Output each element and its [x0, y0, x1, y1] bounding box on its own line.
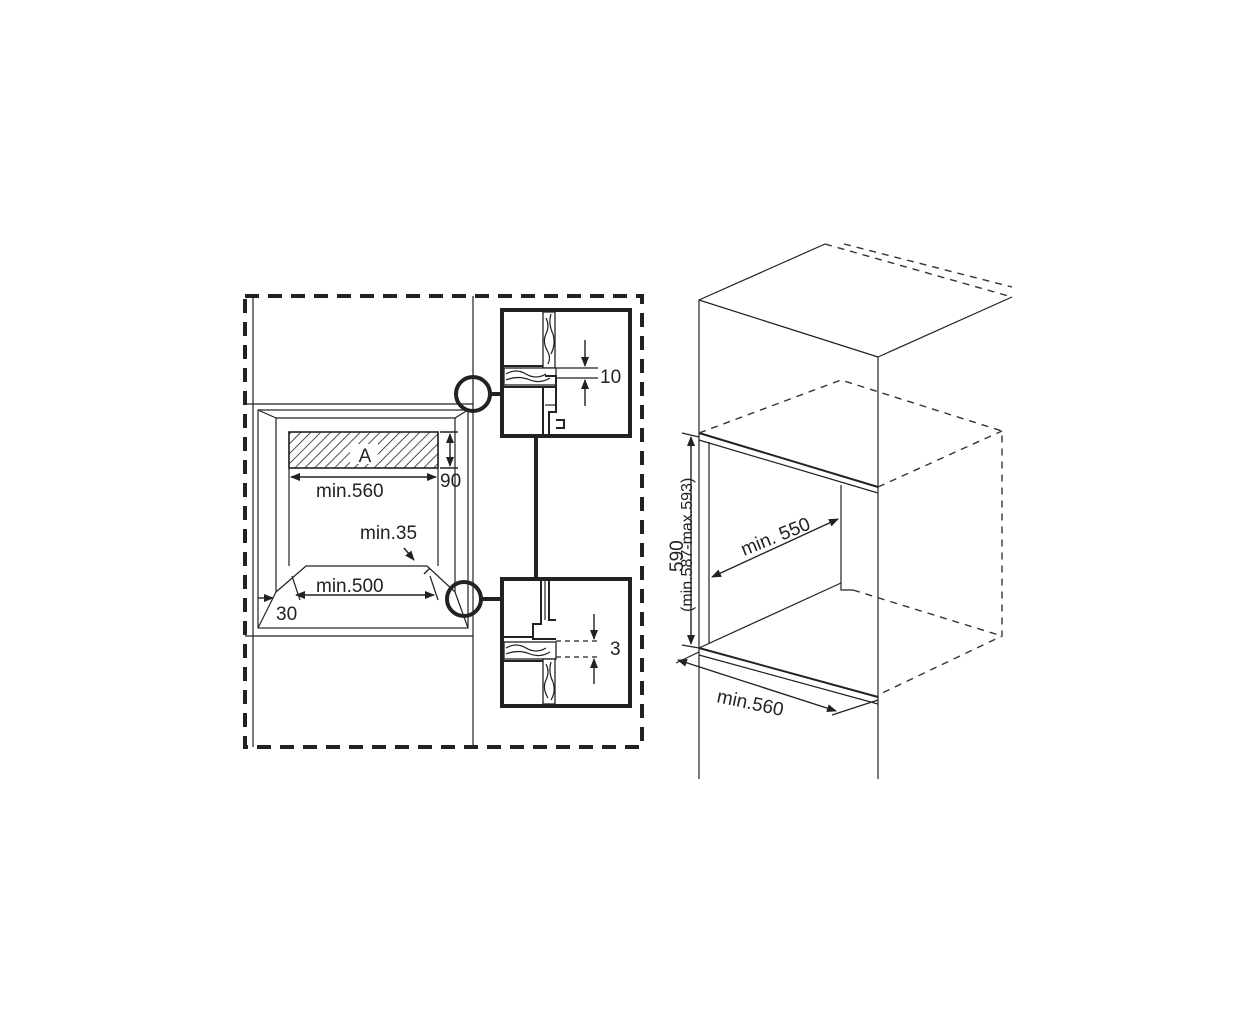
dim-590-label: 590	[667, 540, 688, 572]
dim-min550-arrow	[711, 518, 839, 578]
dim-90-label: 90	[440, 471, 461, 492]
perspective-view: 590 (min.587-max.593) min. 550 min.560	[667, 243, 1013, 779]
detail-top-frame	[500, 308, 632, 438]
detail-top-gap-label: 10	[600, 367, 621, 388]
detail-top: 10	[500, 308, 632, 438]
front-view: A 90 min.560 min.35 min.500 30	[243, 294, 644, 749]
callout-circle-bottom	[445, 580, 483, 618]
zone-a-label: A	[359, 446, 372, 467]
dim-min35-label: min.35	[360, 523, 417, 544]
dim-30-label: 30	[276, 604, 297, 625]
dim-min560-label: min.560	[316, 481, 384, 502]
dim-min500-label: min.500	[316, 576, 384, 597]
dim-590-range-label: (min.587-max.593)	[679, 478, 696, 612]
niche-frame-outer	[257, 409, 469, 629]
detail-bottom-frame	[500, 577, 632, 708]
cabinet-outline-dashed	[243, 294, 644, 749]
detail-bottom: 3	[500, 577, 632, 708]
dim-min550-label: min. 550	[738, 514, 813, 561]
detail-bottom-gap-label: 3	[610, 639, 621, 660]
dim-min560-persp-arrow	[677, 658, 837, 713]
